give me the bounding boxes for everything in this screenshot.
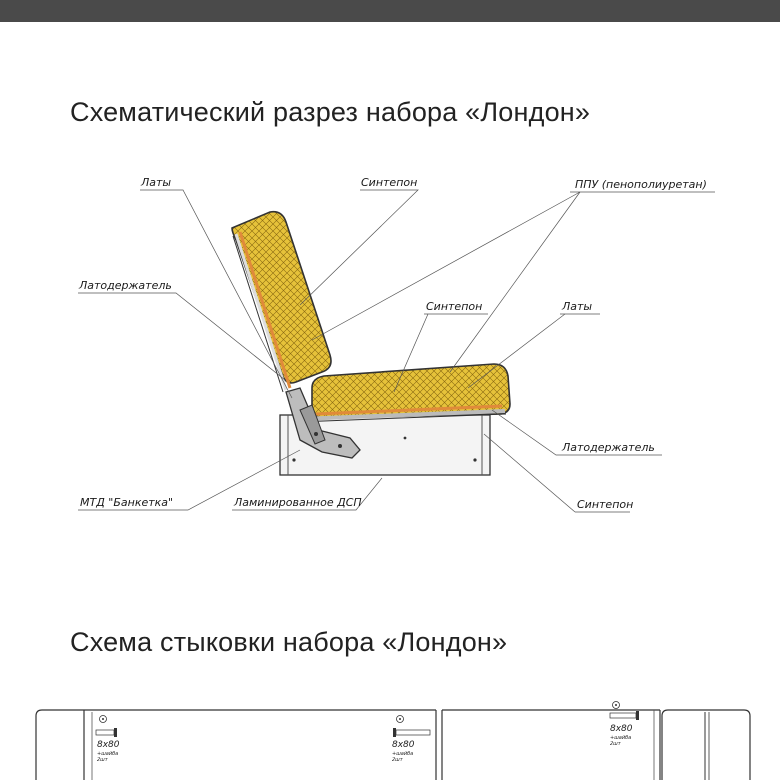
label-ppu: ППУ (пенополиуретан) [575,178,707,191]
top-bar [0,0,780,22]
backrest [231,210,332,393]
docking-scheme [35,709,751,780]
svg-text:2шт: 2шт [610,741,622,747]
label-latoderzhatel-left: Латодержатель [78,279,172,292]
svg-text:+шайба: +шайба [97,751,118,757]
section-title-cross-section: Схематический разрез набора «Лондон» [70,97,591,127]
label-ldsp: Ламинированное ДСП [233,496,362,509]
svg-text:+шайба: +шайба [392,751,413,757]
bolt-3: 8х80 +шайба 2шт [609,701,639,747]
svg-text:+шайба: +шайба [610,735,631,741]
label-sintepon-top: Синтепон [361,176,417,189]
mtd-mechanism [285,387,361,459]
bolt-1: 8х80 +шайба 2шт [95,715,120,763]
label-latoderzhatel-right: Латодержатель [561,441,655,454]
label-sintepon-bottom: Синтепон [577,498,633,511]
svg-text:8х80: 8х80 [97,740,120,750]
svg-text:8х80: 8х80 [392,740,415,750]
label-sintepon-mid: Синтепон [426,300,482,313]
leader-lines [78,189,715,513]
section-title-docking: Схема стыковки набора «Лондон» [70,627,508,657]
svg-text:8х80: 8х80 [610,724,633,734]
svg-text:2шт: 2шт [97,757,109,763]
label-laty-right: Латы [561,300,592,313]
label-laty-top: Латы [140,176,171,189]
label-mtd: МТД "Банкетка" [80,496,173,509]
bolt-2: 8х80 +шайба 2шт [392,715,431,763]
svg-text:2шт: 2шт [392,757,404,763]
seat [297,363,511,423]
